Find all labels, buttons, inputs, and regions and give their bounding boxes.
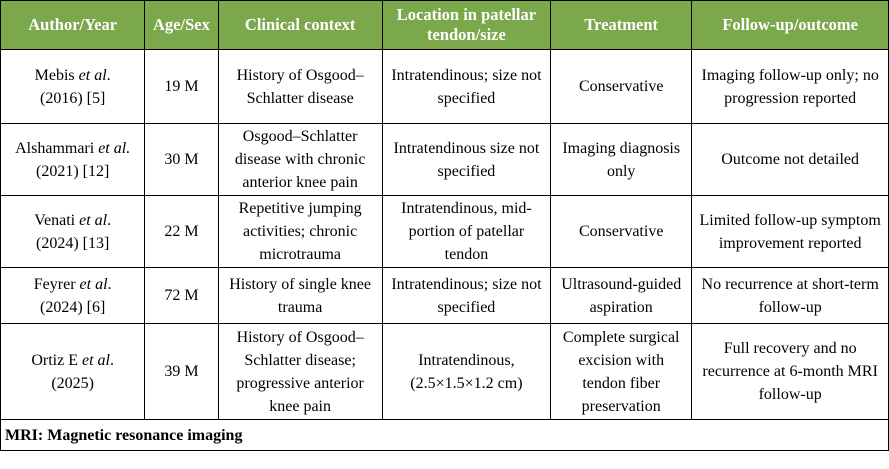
age-sex-cell: 22 M	[144, 195, 219, 268]
author-name: Ortiz E	[31, 351, 78, 369]
author-year-cell: Mebis et al.(2016) [5]	[0, 49, 146, 124]
header-follow-up-outcome: Follow-up/outcome	[691, 0, 889, 50]
location-cell: Intratendinous; size not specified	[381, 267, 552, 324]
treatment-cell: Conservative	[550, 49, 693, 124]
et-al: et al	[78, 66, 107, 84]
et-al: et al	[81, 351, 110, 369]
author-name: Feyrer	[33, 275, 76, 293]
author-year: (2025)	[51, 374, 94, 392]
author-year-cell: Ortiz E et al.(2025)	[0, 323, 146, 420]
footnote-row: MRI: Magnetic resonance imaging	[0, 419, 889, 451]
treatment-cell: Imaging diagnosis only	[550, 123, 693, 196]
header-author-year: Author/Year	[0, 0, 146, 50]
clinical-context-cell: History of single knee trauma	[217, 267, 383, 324]
outcome-cell: No recurrence at short-term follow-up	[691, 267, 889, 324]
location-cell: Intratendinous; size not specified	[381, 49, 552, 124]
clinical-context-cell: History of Osgood–Schlatter disease	[217, 49, 383, 124]
location-cell: Intratendinous, (2.5×1.5×1.2 cm)	[381, 323, 552, 420]
author-name: Venati	[34, 211, 76, 229]
author-name: Alshammari	[15, 139, 95, 157]
author-year: (2024) [13]	[36, 234, 110, 252]
header-location-size: Location in patellar tendon/size	[381, 0, 552, 50]
treatment-cell: Ultrasound-guided aspiration	[550, 267, 693, 324]
author-year: (2016) [5]	[40, 89, 106, 107]
author-name: Mebis	[34, 66, 75, 84]
table-row: Venati et al.(2024) [13] 22 M Repetitive…	[0, 195, 889, 268]
age-sex-cell: 30 M	[144, 123, 219, 196]
et-al: et al	[79, 211, 108, 229]
table-footnote: MRI: Magnetic resonance imaging	[0, 419, 889, 451]
table-row: Ortiz E et al.(2025) 39 M History of Osg…	[0, 323, 889, 420]
header-treatment: Treatment	[550, 0, 693, 50]
author-year-cell: Feyrer et al.(2024) [6]	[0, 267, 146, 324]
clinical-context-cell: Repetitive jumping activities; chronic m…	[217, 195, 383, 268]
table-row: Alshammari et al. (2021) [12] 30 M Osgood…	[0, 123, 889, 196]
table-row: Feyrer et al.(2024) [6] 72 M History of …	[0, 267, 889, 324]
treatment-cell: Complete surgical excision with tendon f…	[550, 323, 693, 420]
age-sex-cell: 39 M	[144, 323, 219, 420]
author-year: (2024) [6]	[40, 298, 106, 316]
clinical-context-cell: Osgood–Schlatter disease with chronic an…	[217, 123, 383, 196]
author-year-cell: Venati et al.(2024) [13]	[0, 195, 146, 268]
outcome-cell: Full recovery and no recurrence at 6-mon…	[691, 323, 889, 420]
outcome-cell: Imaging follow-up only; no progression r…	[691, 49, 889, 124]
header-row: Author/Year Age/Sex Clinical context Loc…	[0, 0, 889, 50]
author-year: (2021) [12]	[36, 162, 110, 180]
clinical-context-cell: History of Osgood–Schlatter disease; pro…	[217, 323, 383, 420]
location-cell: Intratendinous size not specified	[381, 123, 552, 196]
location-cell: Intratendinous, mid-portion of patellar …	[381, 195, 552, 268]
author-year-cell: Alshammari et al. (2021) [12]	[0, 123, 146, 196]
age-sex-cell: 72 M	[144, 267, 219, 324]
et-al: et al.	[98, 139, 131, 157]
literature-review-table: Author/Year Age/Sex Clinical context Loc…	[0, 0, 889, 451]
table-row: Mebis et al.(2016) [5] 19 M History of O…	[0, 49, 889, 124]
et-al: et al	[79, 275, 108, 293]
age-sex-cell: 19 M	[144, 49, 219, 124]
treatment-cell: Conservative	[550, 195, 693, 268]
outcome-cell: Limited follow-up symptom improvement re…	[691, 195, 889, 268]
outcome-cell: Outcome not detailed	[691, 123, 889, 196]
header-clinical-context: Clinical context	[217, 0, 383, 50]
header-age-sex: Age/Sex	[144, 0, 219, 50]
